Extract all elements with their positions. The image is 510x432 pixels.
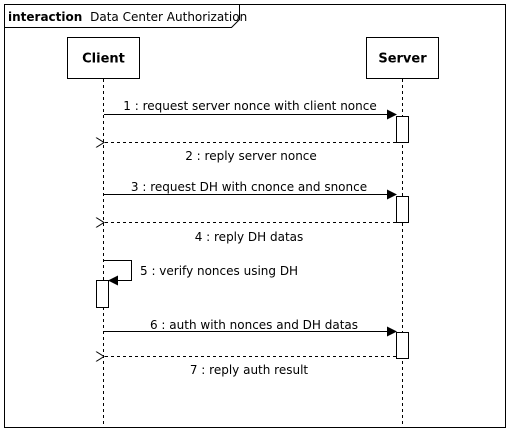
server-lifeline-head bbox=[366, 37, 439, 79]
frame-title-tab bbox=[4, 4, 240, 28]
message-6-label: 6 : auth with nonces and DH datas bbox=[150, 318, 358, 332]
frame-keyword: interaction bbox=[8, 10, 82, 24]
client-lifeline-head bbox=[67, 37, 140, 79]
message-5-label: 5 : verify nonces using DH bbox=[140, 264, 298, 278]
server-lifeline-label: Server bbox=[378, 52, 427, 67]
server-activation-3 bbox=[396, 332, 409, 359]
message-5-arrow bbox=[104, 260, 132, 286]
interaction-frame bbox=[4, 4, 506, 428]
frame-name: Data Center Authorization bbox=[90, 10, 247, 24]
client-activation-self bbox=[96, 280, 109, 308]
server-activation-2 bbox=[396, 196, 409, 223]
message-2-label: 2 : reply server nonce bbox=[185, 149, 317, 163]
message-3-label: 3 : request DH with cnonce and snonce bbox=[131, 180, 367, 194]
message-1-label: 1 : request server nonce with client non… bbox=[123, 99, 376, 113]
message-7-label: 7 : reply auth result bbox=[190, 363, 309, 377]
message-4-label: 4 : reply DH datas bbox=[195, 230, 304, 244]
server-activation-1 bbox=[396, 116, 409, 143]
client-lifeline-label: Client bbox=[82, 52, 125, 67]
frame-title: interaction Data Center Authorization bbox=[8, 10, 247, 24]
